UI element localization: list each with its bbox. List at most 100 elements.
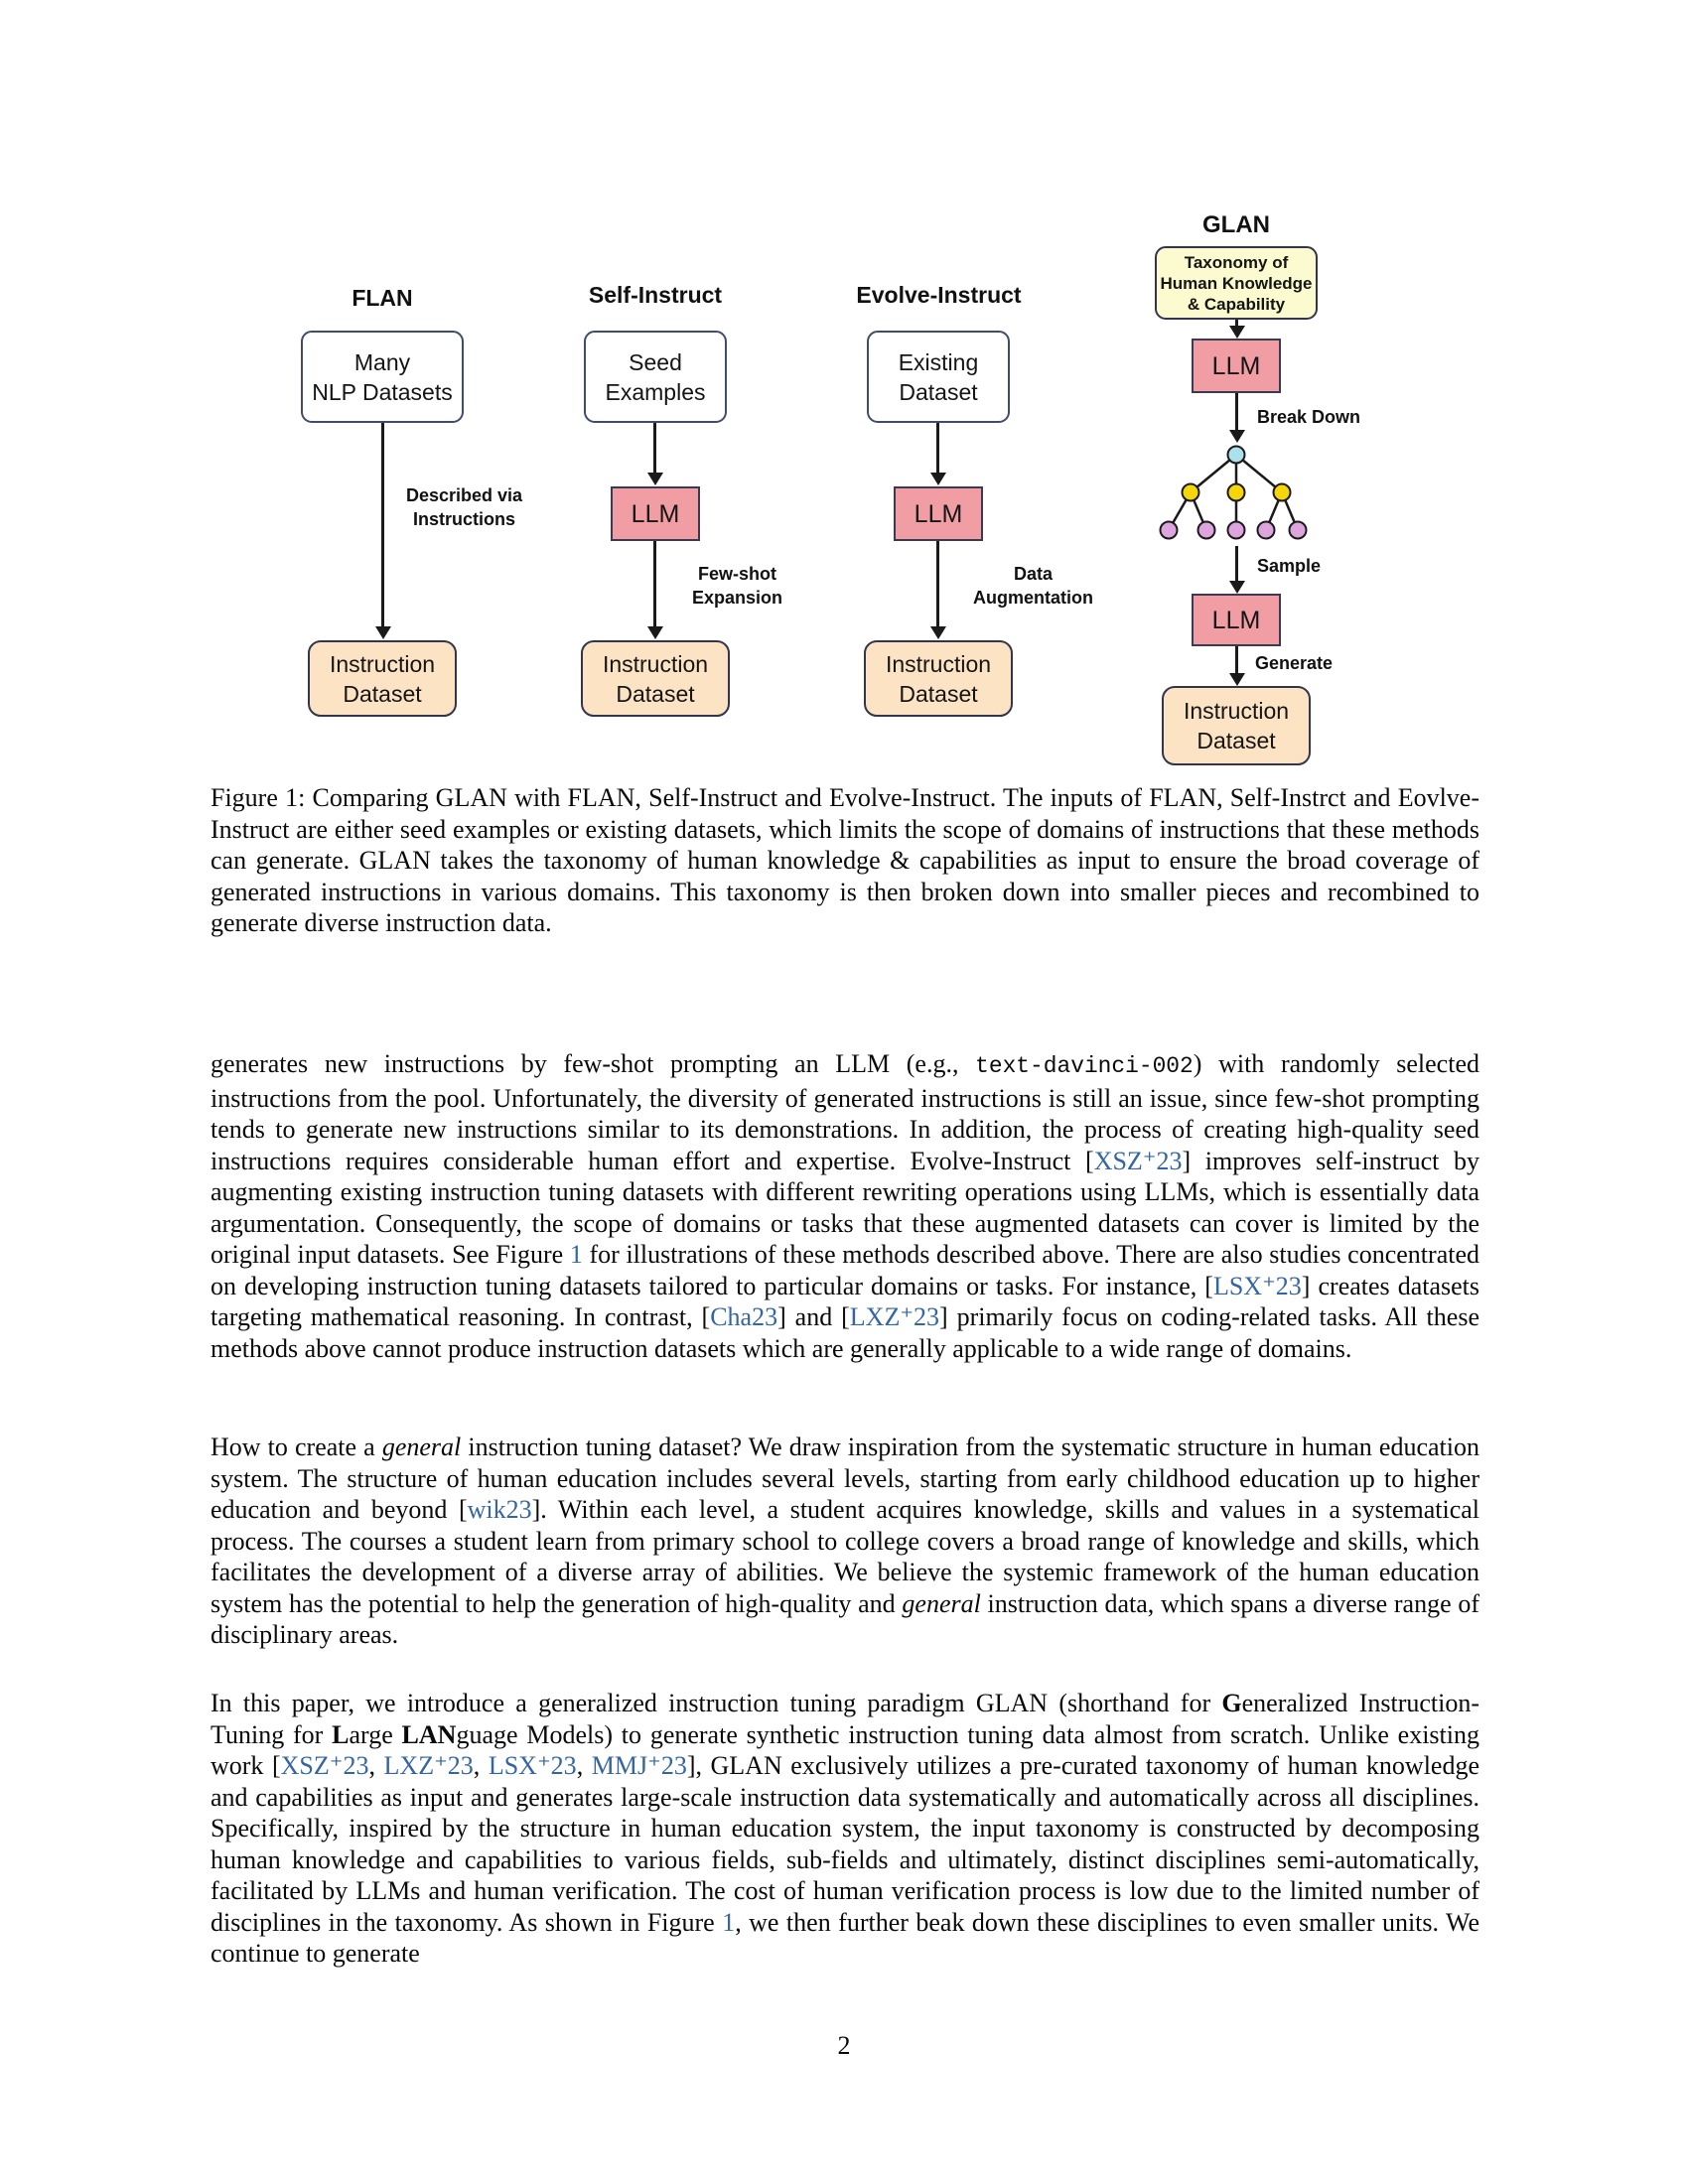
tree-mid-node (1272, 482, 1292, 502)
tree-leaf-node (1288, 520, 1308, 540)
paragraph-3: In this paper, we introduce a generalize… (211, 1688, 1479, 1970)
evolve-instruct-arrow-2 (936, 541, 939, 627)
glan-taxonomy-line2: Human Knowledge (1160, 273, 1313, 293)
text-segment: instruction tuning dataset? We draw insp… (211, 1433, 1479, 1524)
tree-edge (1190, 454, 1237, 493)
text-segment: ) with randomly selected instructions fr… (211, 1049, 1479, 1175)
self-instruct-llm-box: LLM (611, 486, 700, 541)
flan-arrow-label: Described via Instructions (397, 483, 531, 531)
flan-output-box: Instruction Dataset (308, 640, 457, 717)
glan-arrow-2 (1235, 393, 1238, 431)
self-instruct-title: Self-Instruct (588, 282, 723, 308)
text-segment: ] primarily focus on coding-related task… (211, 1302, 1479, 1363)
flan-title: FLAN (352, 285, 413, 311)
citation-link[interactable]: XSZ⁺23 (1093, 1146, 1183, 1175)
figure-caption: Figure 1: Comparing GLAN with FLAN, Self… (211, 783, 1479, 937)
glan-output-line1: Instruction (1183, 698, 1290, 724)
text-segment: ] improves self-instruct by augmenting e… (211, 1146, 1479, 1270)
evolve-instruct-arrow-label: Data Augmentation (961, 562, 1105, 610)
evolve-instruct-input-box: Existing Dataset (867, 331, 1010, 423)
citation-link[interactable]: 1 (569, 1240, 583, 1269)
text-segment: G (1221, 1689, 1242, 1717)
text-segment: general (381, 1433, 462, 1461)
text-segment: general (902, 1588, 981, 1618)
text-segment: ], GLAN exclusively utilizes a pre-curat… (211, 1751, 1479, 1937)
text-segment: for illustrations of these methods descr… (211, 1240, 1479, 1300)
evolve-instruct-title: Evolve-Instruct (856, 282, 1022, 308)
evolve-instruct-arrow-1 (936, 423, 939, 474)
self-instruct-output-line2: Dataset (616, 680, 695, 707)
tree-root-node (1226, 445, 1246, 465)
text-segment: L (332, 1719, 350, 1749)
citation-link[interactable]: XSZ⁺23 (280, 1751, 369, 1780)
text-segment: , we then further beak down these discip… (211, 1907, 1479, 1969)
evolve-instruct-output-box: Instruction Dataset (864, 640, 1013, 717)
tree-leaf-node (1196, 520, 1216, 540)
citation-link[interactable]: LXZ⁺23 (383, 1751, 474, 1780)
self-instruct-arrow-1 (653, 423, 656, 474)
citation-link[interactable]: LXZ⁺23 (849, 1302, 940, 1331)
evolve-instruct-input-line1: Existing (898, 348, 979, 375)
text-segment: , (473, 1751, 489, 1780)
tree-mid-node (1226, 482, 1246, 502)
self-instruct-output-line1: Instruction (602, 650, 709, 677)
self-instruct-input-line2: Examples (605, 378, 706, 405)
text-segment: , (576, 1751, 592, 1780)
citation-link[interactable]: MMJ⁺23 (591, 1751, 687, 1780)
evolve-instruct-output-line2: Dataset (899, 680, 978, 707)
evolve-instruct-arrow-label-line2: Augmentation (973, 588, 1093, 608)
self-instruct-arrow-label-line2: Expansion (691, 588, 783, 608)
citation-link[interactable]: Cha23 (710, 1302, 778, 1331)
text-segment: text-davinci-002 (975, 1053, 1194, 1079)
paragraph-1: generates new instructions by few-shot p… (211, 1048, 1479, 1364)
glan-arrow-3 (1235, 546, 1238, 582)
self-instruct-arrow-2 (653, 541, 656, 627)
glan-arrow-4 (1235, 646, 1238, 674)
citation-link[interactable]: LSX⁺23 (1212, 1271, 1302, 1300)
flan-output-line2: Dataset (343, 680, 422, 707)
flan-arrow (381, 423, 384, 627)
evolve-instruct-output-line1: Instruction (885, 650, 992, 677)
text-segment: guage Models) to generate synthetic inst… (211, 1719, 1479, 1781)
glan-taxonomy-box: Taxonomy of Human Knowledge & Capability (1155, 246, 1318, 320)
evolve-instruct-input-line2: Dataset (899, 378, 978, 405)
flan-input-line1: Many (353, 348, 411, 375)
glan-generate-label: Generate (1255, 653, 1334, 673)
tree-mid-node (1181, 482, 1200, 502)
self-instruct-arrow-label-line1: Few-shot (698, 564, 776, 584)
glan-output-line2: Dataset (1196, 728, 1276, 753)
text-segment: LAN (401, 1719, 457, 1749)
flan-arrow-label-line2: Instructions (412, 509, 515, 529)
glan-output-box: Instruction Dataset (1162, 686, 1311, 765)
citation-link[interactable]: wik23 (467, 1495, 532, 1524)
citation-link[interactable]: 1 (722, 1907, 736, 1937)
glan-break-down-label: Break Down (1257, 407, 1361, 427)
text-segment: generates new instructions by few-shot p… (211, 1049, 976, 1078)
evolve-instruct-arrow-label-line1: Data (1013, 564, 1053, 584)
self-instruct-arrow-label: Few-shot Expansion (675, 562, 799, 610)
page-number: 2 (837, 2031, 851, 2060)
text-segment: ] creates datasets targeting mathematica… (211, 1271, 1479, 1332)
text-segment: In this paper, we introduce a generalize… (211, 1689, 1222, 1717)
glan-llm-box-1: LLM (1192, 339, 1281, 393)
self-instruct-input-box: Seed Examples (584, 331, 727, 423)
text-segment: ]. Within each level, a student acquires… (211, 1495, 1479, 1618)
tree-leaf-node (1159, 520, 1179, 540)
self-instruct-output-box: Instruction Dataset (581, 640, 730, 717)
glan-sample-label: Sample (1257, 556, 1322, 576)
text-segment: How to create a (211, 1433, 382, 1461)
flan-output-line1: Instruction (329, 650, 436, 677)
glan-taxonomy-line3: & Capability (1187, 294, 1286, 314)
tree-leaf-node (1226, 520, 1246, 540)
citation-link[interactable]: LSX⁺23 (488, 1751, 577, 1780)
evolve-instruct-llm-box: LLM (894, 486, 983, 541)
flan-arrow-label-line1: Described via (405, 485, 523, 505)
figure-1-diagram: FLAN Many NLP Datasets Described via Ins… (0, 0, 1688, 794)
glan-arrow-1 (1235, 320, 1238, 327)
glan-title: GLAN (1202, 211, 1270, 238)
text-segment: eneralized Instruction-Tuning for (211, 1689, 1480, 1749)
taxonomy-tree (1159, 445, 1308, 540)
text-segment: arge (349, 1719, 402, 1749)
tree-leaf-node (1256, 520, 1276, 540)
